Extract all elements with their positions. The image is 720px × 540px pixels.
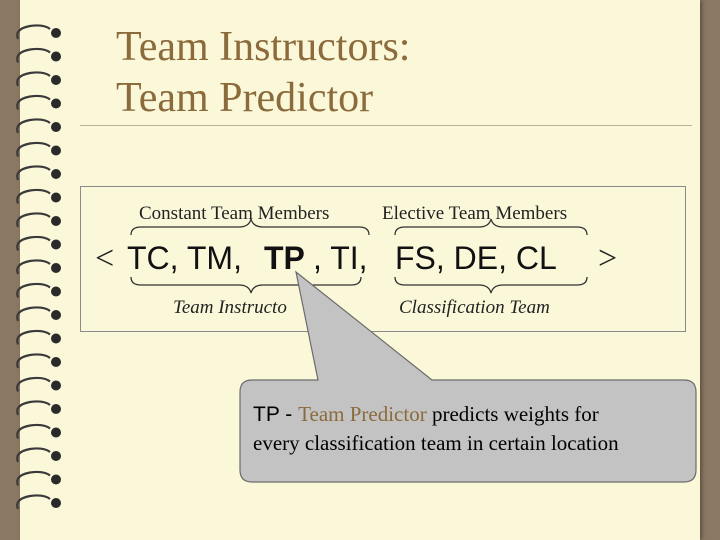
binding-hole bbox=[51, 51, 61, 62]
binding-hole bbox=[51, 169, 61, 179]
spiral-ring bbox=[16, 306, 51, 322]
title-line-1: Team Instructors: bbox=[116, 24, 411, 70]
binding-hole bbox=[51, 122, 61, 132]
callout-text: TP - Team Predictor predicts weights for… bbox=[253, 400, 683, 458]
callout-line1-rest: predicts weights for bbox=[426, 402, 599, 426]
binding-hole bbox=[51, 145, 61, 156]
close-angle-bracket: > bbox=[598, 240, 617, 277]
callout-dash: - bbox=[279, 403, 299, 426]
title-line-2: Team Predictor bbox=[116, 75, 374, 121]
binding-hole bbox=[51, 192, 61, 203]
spiral-ring bbox=[16, 24, 51, 40]
spiral-ring bbox=[16, 329, 51, 345]
spiral-ring bbox=[16, 376, 51, 392]
brace-constant-top bbox=[130, 218, 370, 236]
callout-balloon bbox=[239, 270, 697, 483]
label-classification-team: Classification Team bbox=[399, 297, 550, 318]
binding-hole bbox=[51, 28, 61, 38]
brace-elective-top bbox=[394, 218, 588, 236]
label-constant-team-members: Constant Team Members bbox=[139, 203, 329, 224]
binding-hole bbox=[51, 357, 61, 367]
binding-hole bbox=[51, 380, 61, 391]
label-elective-team-members: Elective Team Members bbox=[382, 203, 567, 224]
spiral-ring bbox=[16, 188, 51, 204]
title-divider bbox=[80, 125, 692, 126]
binding-hole bbox=[51, 310, 61, 320]
binding-hole bbox=[51, 404, 61, 414]
spiral-ring bbox=[16, 470, 51, 486]
members-elective: FS, DE, CL bbox=[395, 240, 557, 276]
team-formula-figure: Constant Team Members Elective Team Memb… bbox=[80, 186, 686, 332]
binding-hole bbox=[51, 474, 61, 485]
spiral-ring bbox=[16, 400, 51, 416]
callout-line2: every classification team in certain loc… bbox=[253, 431, 619, 455]
spiral-ring bbox=[16, 282, 51, 298]
callout-term: TP bbox=[253, 403, 280, 426]
member-tp: TP bbox=[264, 240, 305, 276]
spiral-ring bbox=[16, 494, 51, 510]
binding-hole bbox=[51, 286, 61, 297]
binding-hole bbox=[51, 263, 61, 273]
spiral-ring bbox=[16, 235, 51, 251]
spiral-ring bbox=[16, 94, 51, 110]
binding-hole bbox=[51, 498, 61, 508]
spiral-ring bbox=[16, 165, 51, 181]
binding-hole bbox=[51, 451, 61, 461]
binding-hole bbox=[51, 75, 61, 85]
spiral-ring bbox=[16, 353, 51, 369]
spiral-ring bbox=[16, 423, 51, 439]
spiral-binding bbox=[16, 24, 61, 510]
open-angle-bracket: < bbox=[95, 240, 114, 277]
brace-classification-bottom bbox=[394, 276, 588, 294]
spiral-ring bbox=[16, 259, 51, 275]
spiral-ring bbox=[16, 71, 51, 87]
binding-hole bbox=[51, 427, 61, 438]
spiral-ring bbox=[16, 141, 51, 157]
callout-name: Team Predictor bbox=[298, 402, 427, 426]
label-team-instructors: Team Instructo bbox=[173, 297, 287, 318]
binding-hole bbox=[51, 333, 61, 344]
spiral-ring bbox=[16, 447, 51, 463]
binding-hole bbox=[51, 239, 61, 250]
spiral-ring bbox=[16, 118, 51, 134]
members-tc-tm: TC, TM, bbox=[127, 240, 242, 276]
slide-title: Team Instructors: Team Predictor bbox=[116, 22, 410, 124]
binding-hole bbox=[51, 98, 61, 109]
spiral-ring bbox=[16, 212, 51, 228]
spiral-ring bbox=[16, 47, 51, 63]
members-ti: , TI, bbox=[313, 240, 368, 276]
binding-hole bbox=[51, 216, 61, 226]
brace-instructors-bottom bbox=[130, 276, 362, 294]
